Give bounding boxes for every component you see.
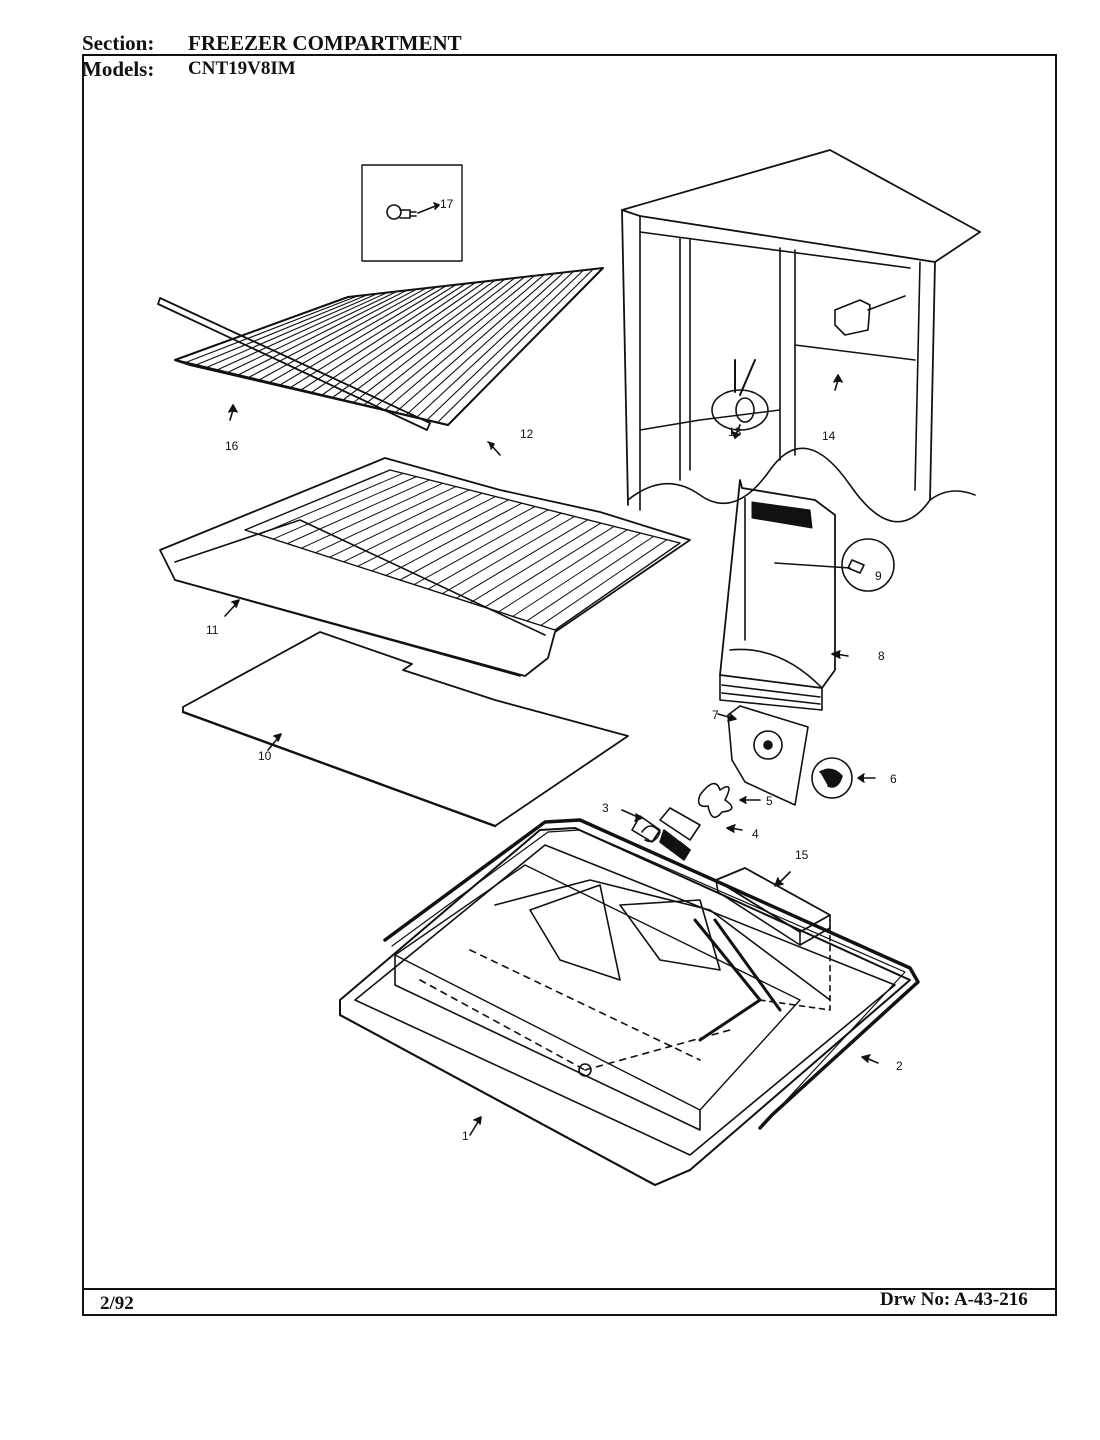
wire-shelf-rod: [205, 293, 378, 369]
tray-grid-rib: [427, 512, 562, 590]
air-duct-cover: [719, 479, 895, 711]
callout-2: 2: [896, 1059, 903, 1073]
tray-grid-rib: [498, 529, 628, 613]
callout-8: 8: [878, 649, 885, 663]
tray-grid-rib: [314, 486, 457, 554]
callout-3: 3: [602, 801, 609, 815]
section-title: FREEZER COMPARTMENT: [188, 31, 462, 55]
callout-10: 10: [258, 749, 272, 763]
light-bulb-inset: [361, 164, 463, 262]
freezer-cabinet: [621, 149, 981, 523]
wire-shelf-rod: [426, 269, 584, 421]
wire-shelf-rod: [310, 281, 477, 394]
wire-shelf-rod: [279, 285, 447, 386]
wire-shelf-rod: [363, 276, 526, 406]
tray-grid-rib: [399, 506, 536, 581]
callout-16: 16: [225, 439, 239, 453]
callout-15: 15: [795, 848, 809, 862]
wire-shelf-rod: [195, 294, 369, 366]
callout-1: 1: [462, 1129, 469, 1143]
callout-14: 14: [822, 429, 836, 443]
shelf-trim: [157, 297, 431, 431]
model-number: CNT19V8IM: [188, 58, 296, 79]
tray-grid-rib: [526, 535, 655, 622]
wire-shelf-rod: [373, 275, 535, 409]
wire-shelf-rod: [300, 283, 467, 391]
wire-shelf-rod: [216, 291, 388, 371]
footer-rule: [82, 1288, 1057, 1290]
tray-grid-rib: [329, 489, 470, 558]
shelf-insulation-panel: [181, 631, 629, 828]
crisper-shelf-tray: [159, 457, 691, 677]
tray-grid-rib: [469, 522, 602, 604]
callout-11: 11: [206, 623, 219, 637]
tray-grid-rib: [385, 502, 523, 576]
wire-shelf-rod: [415, 270, 575, 419]
wire-shelf-rod: [321, 280, 486, 396]
tray-grid-rib: [272, 476, 417, 540]
wire-shelf-rod: [342, 278, 506, 401]
callout-13: 13: [728, 425, 742, 439]
callout-6: 6: [890, 772, 897, 786]
wire-shelf-rod: [268, 286, 437, 384]
callout-12: 12: [520, 427, 534, 441]
tray-grid-rib: [540, 539, 668, 626]
wire-shelf-rod: [384, 274, 545, 411]
wire-shelf-rod: [237, 289, 408, 376]
tray-grid-rib: [512, 532, 641, 617]
tray-grid-rib: [357, 496, 496, 567]
freezer-floor-pan: [339, 827, 911, 1186]
tray-grid-rib: [413, 509, 549, 586]
wire-shelf-rod: [184, 295, 359, 364]
wire-shelf-rod: [247, 288, 418, 379]
drawing-frame: [82, 54, 1057, 1316]
drawing-date: 2/92: [100, 1293, 134, 1314]
callout-labels: 1 2 3 4 5 6 7 8 9 10 11 12 13 14 15 16 1…: [206, 197, 903, 1143]
wire-shelf-rod: [436, 268, 594, 424]
callout-17: 17: [440, 197, 454, 211]
wire-shelf-rod: [352, 277, 516, 404]
callout-5: 5: [766, 794, 773, 808]
callout-4: 4: [752, 827, 759, 841]
wire-shelf: [174, 267, 604, 456]
models-label: Models:: [82, 57, 155, 81]
trim-strip: [383, 818, 920, 1130]
tray-grid-rib: [300, 482, 444, 549]
tray-grid-rib: [258, 472, 404, 536]
wire-shelf-rod: [405, 271, 565, 416]
callout-9: 9: [875, 569, 882, 583]
wire-shelf-rod: [331, 279, 496, 399]
tray-grid-rib: [441, 515, 576, 595]
tray-grid-rib: [484, 525, 615, 608]
fan-assembly: [621, 705, 876, 861]
wire-shelf-rod: [394, 273, 555, 414]
tray-grid-rib: [343, 492, 483, 563]
tray-grid-rib: [455, 519, 589, 599]
tray-grid-rib: [371, 499, 510, 572]
drawing-number: Drw No: A-43-216: [880, 1289, 1028, 1310]
section-label: Section:: [82, 31, 155, 55]
wire-shelf-rod: [226, 290, 398, 374]
callout-7: 7: [712, 708, 719, 722]
tray-grid-rib: [286, 479, 431, 545]
